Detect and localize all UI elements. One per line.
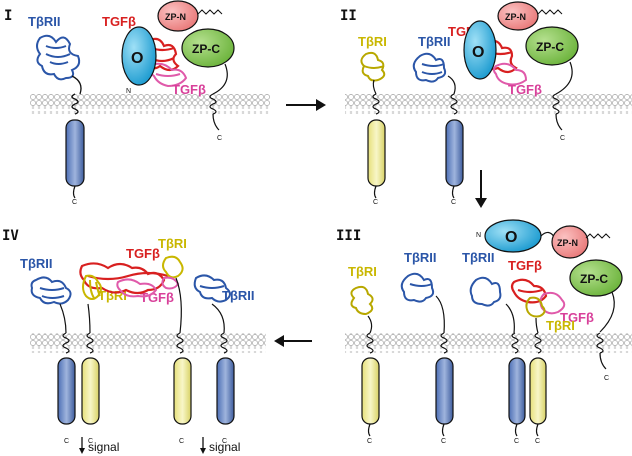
signal-label: signal: [209, 440, 240, 454]
c-terminus: C: [179, 438, 184, 445]
panel-1: I TβRII C TGFβ TGFβ O N ZP-N ZP-C: [4, 0, 270, 206]
label-tgfb-pink: TGFβ: [508, 82, 542, 97]
n-terminus: N: [126, 88, 131, 95]
label-tgfb: TGFβ: [102, 14, 136, 29]
c-terminus: C: [451, 199, 456, 206]
tbri-kinase: [361, 357, 380, 425]
o-label: O: [472, 44, 484, 61]
label-tbrii: TβRII: [418, 34, 451, 49]
panel-label-3: III: [336, 228, 361, 244]
label-tgfb-pink: TGFβ: [172, 82, 206, 97]
tbri-kinase: [81, 357, 100, 425]
zpc-domain: [181, 28, 235, 68]
tbrii-ectodomain: [400, 272, 435, 303]
zpn-label: ZP-N: [165, 12, 186, 22]
tbri-kinase: [173, 357, 192, 425]
tbrii-kinase: [508, 357, 526, 425]
n-terminus: N: [476, 232, 481, 239]
label-tbrii: TβRII: [28, 14, 61, 29]
tbrii-ectodomain: [412, 52, 447, 83]
label-tbrii: TβRII: [222, 288, 255, 303]
tgfb-pink: [116, 276, 180, 298]
tbrii-kinase: [57, 357, 76, 425]
panel-label-2: II: [340, 8, 357, 24]
label-tbri: TβRI: [348, 264, 377, 279]
zpn-domain: [157, 0, 199, 32]
label-tbrii: TβRII: [20, 256, 53, 271]
o-label: O: [505, 229, 517, 246]
tbrii-ectodomain: [30, 276, 72, 305]
c-terminus: C: [72, 199, 77, 206]
c-terminus: C: [367, 438, 372, 445]
membrane-3: [345, 333, 632, 353]
tbrii-kinase: [435, 357, 454, 425]
zpn-label: ZP-N: [557, 238, 578, 248]
tbrii-ectodomain: [36, 34, 81, 81]
tbrii-ectodomain: [469, 276, 502, 307]
c-terminus: C: [535, 438, 540, 445]
tbri-kinase: [367, 119, 386, 187]
zpc-domain: [525, 26, 579, 66]
tbri-ectodomain: [525, 296, 546, 318]
label-tbrii: TβRII: [462, 250, 495, 265]
label-tbri: TβRI: [98, 288, 127, 303]
o-domain: [463, 20, 497, 80]
c-terminus: C: [560, 135, 565, 142]
tbrii-kinase: [445, 119, 464, 187]
label-tbri: TβRI: [158, 236, 187, 251]
c-terminus: C: [222, 438, 227, 445]
tbri-kinase: [529, 357, 547, 425]
c-terminus: C: [88, 438, 93, 445]
c-terminus: C: [373, 199, 378, 206]
o-label: O: [131, 50, 143, 67]
panel-2: II TβRI C TβRII C TGFβ TG: [340, 1, 632, 206]
tbrii-kinase: [216, 357, 235, 425]
c-terminus: C: [217, 135, 222, 142]
c-terminus: C: [604, 375, 609, 382]
arrow-down: [475, 170, 487, 208]
tgfb-pink: [493, 62, 528, 86]
label-tgfb: TGFβ: [508, 258, 542, 273]
signal-right: signal: [200, 437, 240, 454]
tbri-ectodomain: [360, 51, 386, 82]
panel-label-4: IV: [2, 228, 19, 244]
label-tgfb: TGFβ: [126, 246, 160, 261]
c-terminus: C: [514, 438, 519, 445]
membrane-1: [30, 94, 270, 114]
tbri-ectodomain: [350, 285, 374, 316]
zpn-domain: [551, 225, 589, 259]
signal-left: signal: [79, 437, 119, 454]
zpc-label: ZP-C: [580, 272, 608, 286]
label-tbri: TβRI: [546, 318, 575, 333]
arrow-right: [286, 99, 326, 111]
label-tbrii: TβRII: [404, 250, 437, 265]
label-tgfb-pink: TGFβ: [140, 290, 174, 305]
zpc-domain: [569, 259, 623, 297]
c-terminus: C: [64, 438, 69, 445]
c-terminus: C: [441, 438, 446, 445]
zpn-label: ZP-N: [505, 12, 526, 22]
label-tgfb-pink: TGFβ: [560, 310, 594, 325]
label-tbri: TβRI: [358, 34, 387, 49]
tbrii-kinase: [65, 119, 85, 187]
tbri-ectodomain: [82, 274, 102, 300]
arrow-left: [274, 335, 312, 347]
o-domain: [121, 26, 157, 86]
tbri-ectodomain: [162, 255, 184, 279]
tgfb-red: [510, 278, 548, 304]
tgfb-pink: [148, 62, 188, 88]
zpc-label: ZP-C: [192, 42, 220, 56]
zpn-domain: [497, 1, 539, 31]
zpc-label: ZP-C: [536, 40, 564, 54]
tbrii-ectodomain: [193, 274, 231, 303]
panel-label-1: I: [4, 8, 12, 24]
signal-label: signal: [88, 440, 119, 454]
panel-3: III N O ZP-N ZP-C C TβRI C TβRII: [336, 219, 632, 445]
panel-4: IV TβRII TGFβ TβRI TβRI TGFβ TβRII: [2, 228, 266, 454]
membrane-2: [345, 94, 632, 114]
